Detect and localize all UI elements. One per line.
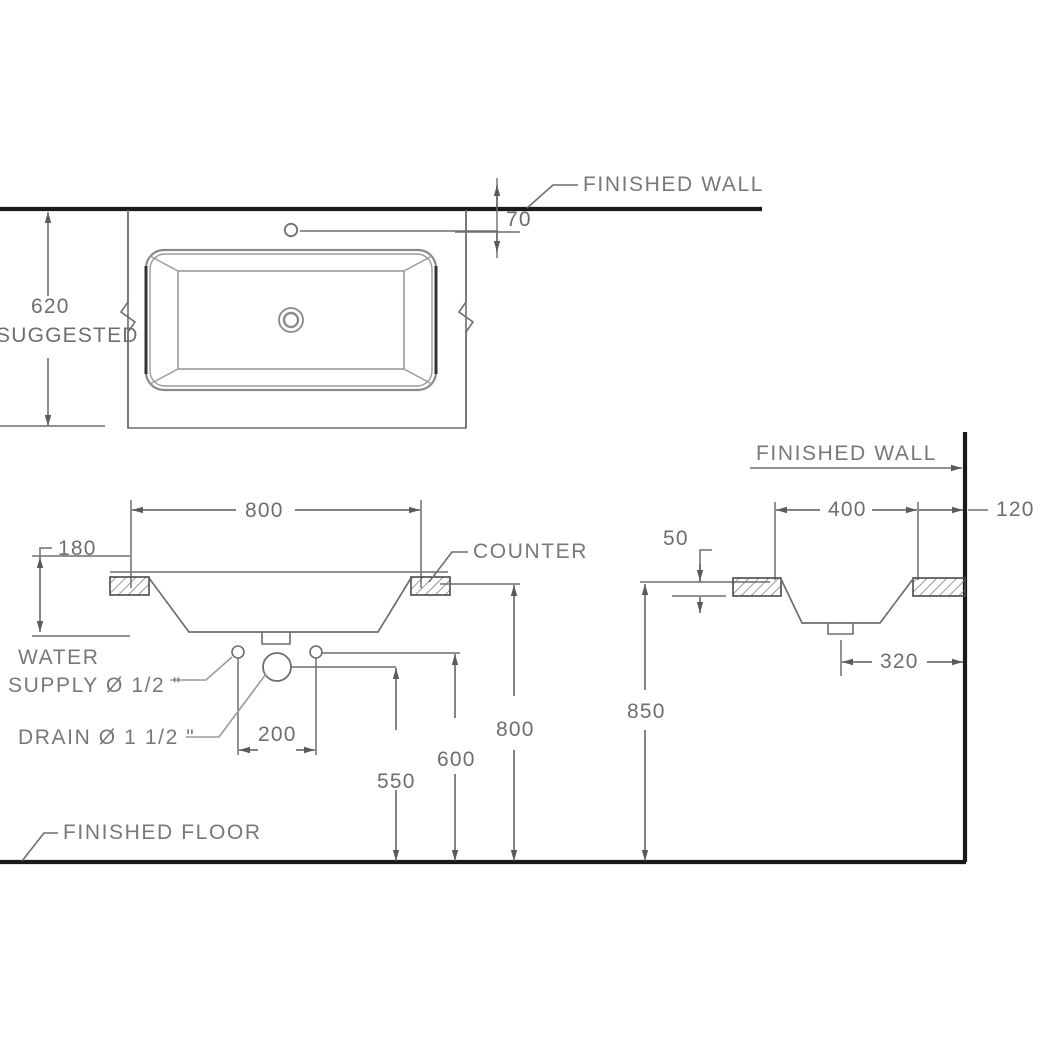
dim-400-group — [774, 502, 919, 580]
dim-800-width-group — [130, 500, 422, 588]
dim-320-group — [840, 640, 963, 676]
finished-floor-leader — [21, 832, 58, 862]
side-basin-profile — [780, 578, 914, 635]
dim-620-note: SUGGESTED — [0, 324, 139, 347]
dim-620-value: 620 — [31, 295, 70, 318]
elevation-basin-profile — [148, 577, 412, 645]
dim-200-value: 200 — [258, 723, 297, 746]
side-finished-wall-label: FINISHED WALL — [756, 442, 937, 465]
drain-leader — [186, 673, 267, 738]
dim-800-height-value: 800 — [496, 718, 535, 741]
plan-drain — [278, 307, 304, 333]
elevation-counter-slab-right — [410, 576, 451, 596]
water-supply-label-line1: WATER — [18, 646, 100, 669]
plan-basin-shading — [144, 266, 438, 374]
plan-finished-wall-leader — [526, 184, 578, 209]
front-elevation-group: 800 COUNTER 180 — [0, 499, 966, 865]
dim-620-group — [0, 210, 475, 428]
plan-finished-wall-label: FINISHED WALL — [583, 173, 764, 196]
elevation-counter-slab-left — [109, 576, 150, 596]
finished-floor-label: FINISHED FLOOR — [63, 821, 262, 844]
dim-800-width-value: 800 — [245, 499, 284, 522]
dim-400-value: 400 — [828, 498, 867, 521]
side-counter-slab-right — [912, 577, 966, 597]
dim-120-value: 120 — [996, 498, 1035, 521]
side-elevation-group: FINISHED WALL 400 120 50 — [627, 432, 1035, 862]
plan-basin-inner — [149, 255, 433, 385]
counter-label: COUNTER — [473, 540, 588, 563]
plan-faucet-hole — [283, 222, 498, 238]
plan-counter-outline — [127, 210, 467, 429]
counter-label-leader — [428, 551, 468, 583]
water-supply-label-line2: SUPPLY Ø 1/2 " — [8, 674, 182, 697]
dim-180-group — [32, 547, 130, 637]
dim-180-value: 180 — [58, 537, 97, 560]
dim-850-value: 850 — [627, 700, 666, 723]
side-counter-slab-left — [732, 577, 782, 597]
plan-view-group: FINISHED WALL 70 — [0, 173, 764, 429]
drain-label: DRAIN Ø 1 1/2 " — [18, 726, 195, 749]
dim-320-value: 320 — [880, 650, 919, 673]
plumbing-group — [231, 645, 460, 755]
dim-50-value: 50 — [663, 527, 689, 550]
dim-800-height-group — [440, 583, 520, 861]
dim-550-value: 550 — [377, 770, 416, 793]
water-supply-leader — [170, 656, 233, 681]
dim-600-value: 600 — [437, 748, 476, 771]
dim-70-value: 70 — [506, 208, 532, 231]
